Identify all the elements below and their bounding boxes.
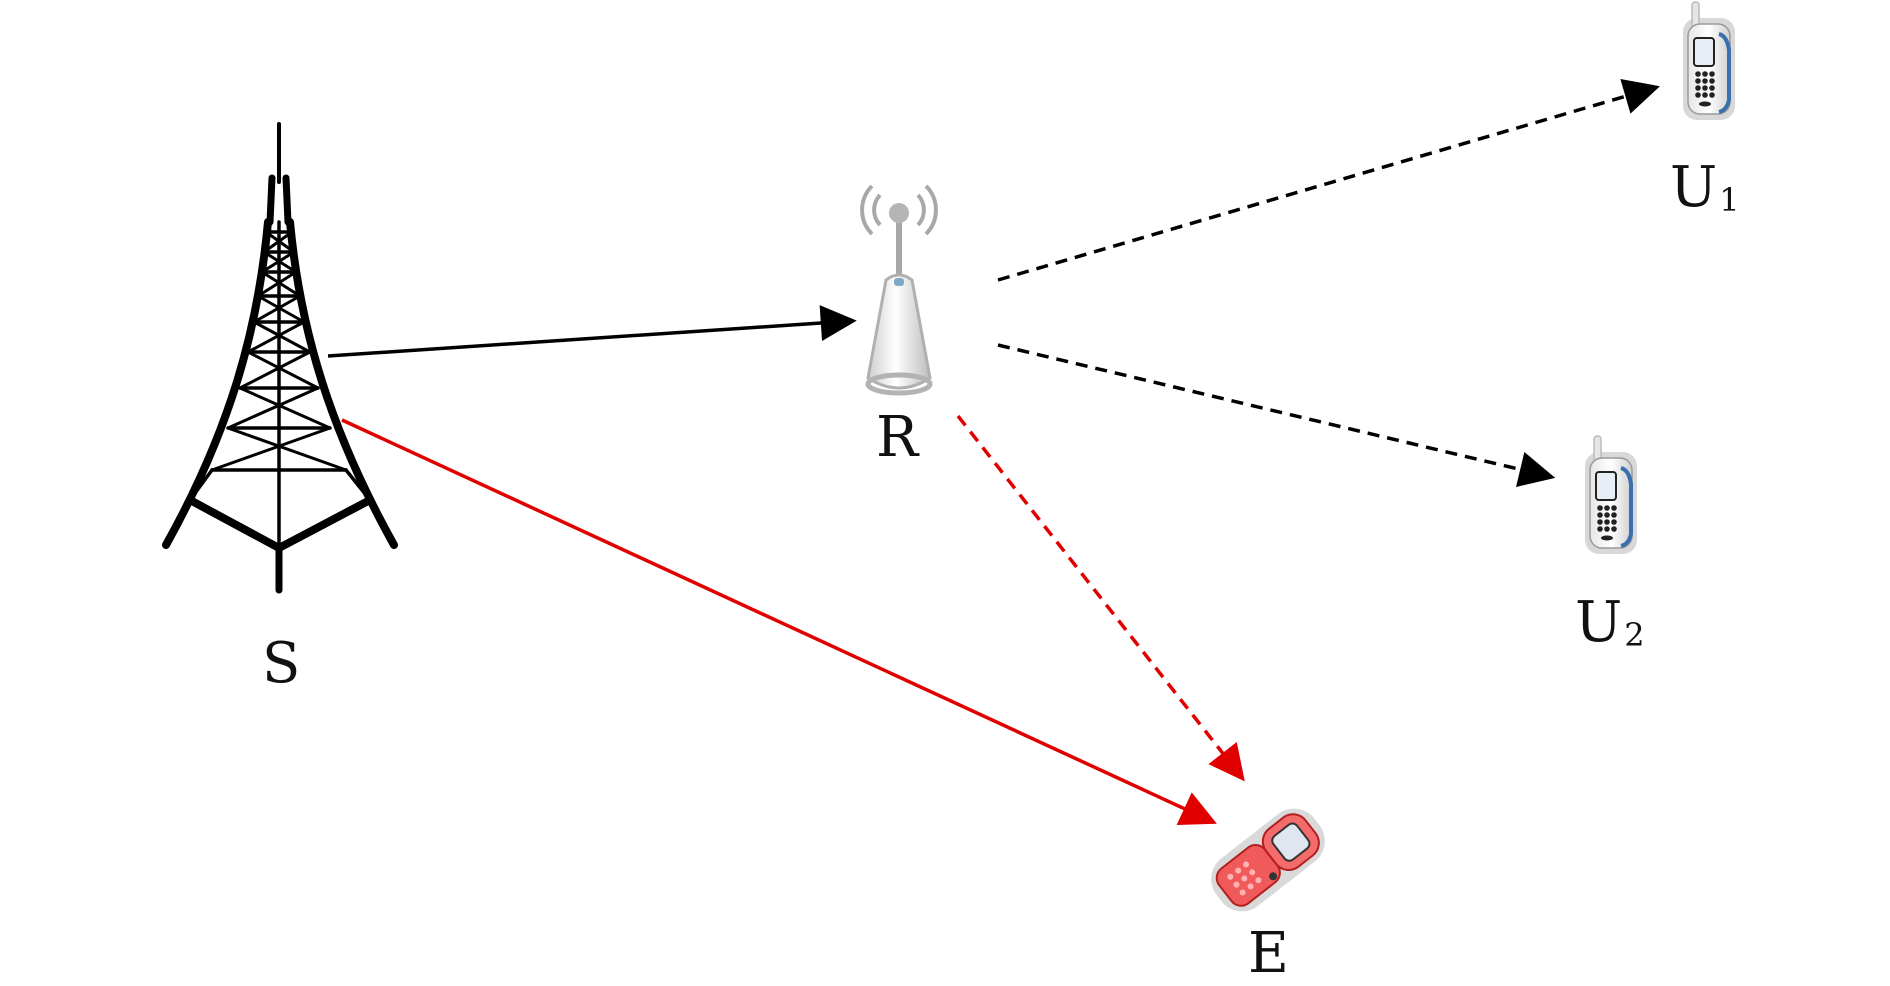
user1-label: U1	[1670, 155, 1740, 220]
link-relay-to-user2	[997, 343, 1556, 488]
user1-subscript: 1	[1719, 180, 1740, 219]
user2-label: U2	[1575, 590, 1645, 655]
source-label: S	[262, 631, 301, 696]
mobile-phone-icon	[1585, 435, 1637, 554]
wireless-antenna-icon	[860, 184, 938, 396]
link-source-to-eavesdropper	[341, 418, 1217, 826]
eavesdropper-label: E	[1248, 921, 1289, 986]
flip-phone-icon	[1211, 808, 1325, 912]
link-source-to-relay	[327, 305, 857, 358]
mobile-phone-icon	[1683, 1, 1735, 120]
transmission-tower-icon	[162, 122, 398, 594]
link-relay-to-user1	[997, 79, 1660, 282]
links-layer	[327, 79, 1660, 826]
user2-subscript: 2	[1624, 615, 1645, 654]
relay-label: R	[876, 405, 919, 470]
link-relay-to-eavesdropper	[956, 414, 1245, 782]
